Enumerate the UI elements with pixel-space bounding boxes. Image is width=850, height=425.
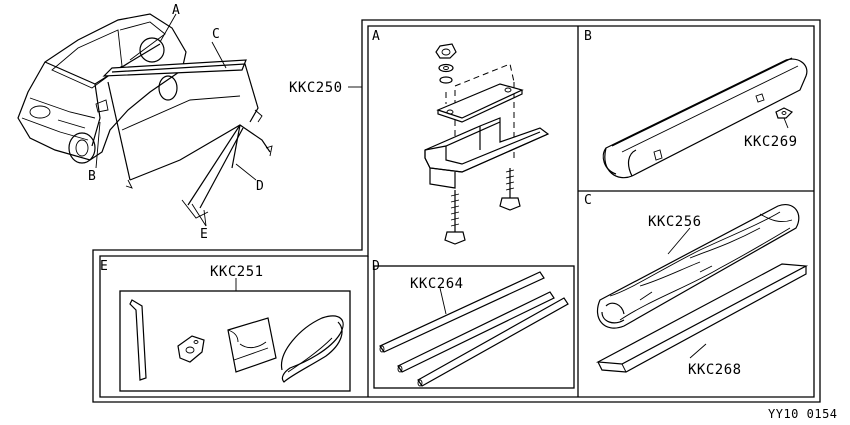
panel-b-label: B: [584, 29, 592, 44]
panel-e-frame: [119, 290, 351, 392]
panel-c-part-2: KKC268: [688, 362, 742, 378]
panel-c-label: C: [584, 193, 592, 208]
panel-c-part-1: KKC256: [648, 214, 702, 230]
panel-e-accessories: [129, 299, 344, 383]
callout-e: E: [200, 227, 208, 242]
panel-c-awning-fabric: [595, 204, 809, 373]
kit-frame: [92, 19, 821, 403]
drawing-reference: YY10 0154: [768, 407, 838, 421]
panel-a-label: A: [372, 29, 380, 44]
overview-callouts: A C B D E: [88, 3, 264, 242]
kit-part-number: KKC250: [289, 80, 343, 96]
panel-b-awning-case: [602, 57, 808, 179]
vehicle-overview: [17, 13, 273, 219]
panel-a-bracket: [424, 43, 550, 245]
panel-b-part-1: KKC269: [744, 134, 798, 150]
panel-e-label: E: [100, 259, 108, 274]
panel-d-part-1: KKC264: [410, 276, 464, 292]
panel-e-part-1: KKC251: [210, 264, 264, 280]
callout-b: B: [88, 169, 96, 184]
panel-d-frame: [373, 265, 575, 389]
callout-a: A: [172, 3, 180, 18]
callout-d: D: [256, 179, 264, 194]
panel-d-poles: [379, 271, 569, 387]
callout-c: C: [212, 27, 220, 42]
